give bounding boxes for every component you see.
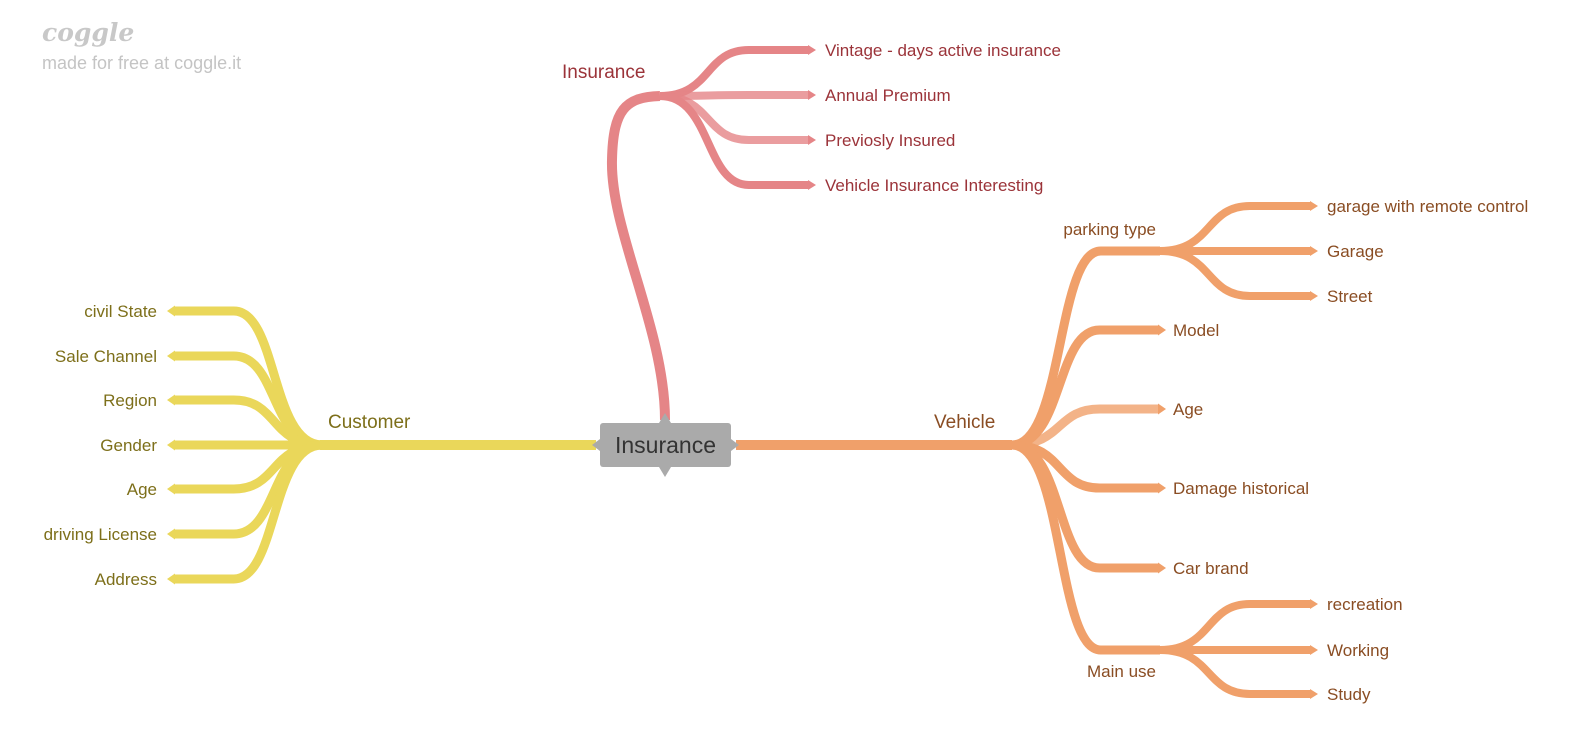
customer-branch-tip bbox=[167, 350, 175, 362]
customer-child-label[interactable]: Sale Channel bbox=[55, 347, 157, 366]
parking-child-label[interactable]: garage with remote control bbox=[1327, 197, 1528, 216]
parking-sub-branch bbox=[1159, 247, 1310, 300]
customer-branch-tip bbox=[167, 573, 175, 585]
insurance-branch-tip bbox=[808, 180, 816, 190]
main-use-child-label[interactable]: Study bbox=[1327, 685, 1371, 704]
main-use-label[interactable]: Main use bbox=[1087, 662, 1156, 681]
insurance-branch-tip bbox=[808, 135, 816, 145]
parking-type-label[interactable]: parking type bbox=[1063, 220, 1156, 239]
customer-child-label[interactable]: civil State bbox=[84, 302, 157, 321]
center-node-label[interactable]: Insurance bbox=[615, 432, 716, 458]
label-layer: Insurance Vintage - days active insurance… bbox=[44, 41, 1529, 704]
customer-child-label[interactable]: Gender bbox=[100, 436, 157, 455]
vehicle-sub-branch-main-use bbox=[1011, 440, 1160, 655]
main-use-sub-branch bbox=[1159, 646, 1310, 698]
vehicle-sub-branch-parking bbox=[1011, 246, 1160, 450]
parking-child-label[interactable]: Street bbox=[1327, 287, 1373, 306]
main-use-branch-tip bbox=[1310, 689, 1318, 699]
customer-sub-branch bbox=[175, 440, 323, 584]
center-tip-top bbox=[659, 413, 671, 423]
customer-sub-branch bbox=[175, 306, 323, 450]
customer-branch-tip bbox=[167, 483, 175, 495]
parking-child-label[interactable]: Garage bbox=[1327, 242, 1384, 261]
vehicle-child-label[interactable]: Car brand bbox=[1173, 559, 1249, 578]
insurance-sub-branch bbox=[659, 46, 808, 100]
vehicle-branch-tip bbox=[1158, 324, 1166, 336]
insurance-sub-branch bbox=[659, 92, 808, 189]
vehicle-child-label[interactable]: Model bbox=[1173, 321, 1219, 340]
insurance-branch-label[interactable]: Insurance bbox=[562, 62, 645, 83]
parking-branch-tip bbox=[1310, 201, 1318, 211]
customer-branch-tip bbox=[167, 394, 175, 406]
insurance-child-label[interactable]: Annual Premium bbox=[825, 86, 951, 105]
customer-child-label[interactable]: Address bbox=[95, 570, 157, 589]
vehicle-branch-tip bbox=[1158, 482, 1166, 494]
center-tip-right bbox=[731, 439, 739, 451]
insurance-main-branch bbox=[606, 91, 670, 421]
parking-branch-tip bbox=[1310, 291, 1318, 301]
insurance-child-label[interactable]: Previosly Insured bbox=[825, 131, 955, 150]
insurance-branch-tip bbox=[808, 90, 816, 100]
insurance-child-label[interactable]: Vehicle Insurance Interesting bbox=[825, 176, 1043, 195]
customer-branch-tip bbox=[167, 528, 175, 540]
center-tip-left bbox=[592, 439, 600, 451]
branch-layer bbox=[167, 45, 1318, 699]
center-tip-bottom bbox=[659, 467, 671, 477]
center-node[interactable]: Insurance bbox=[592, 413, 739, 477]
vehicle-child-label[interactable]: Age bbox=[1173, 400, 1203, 419]
customer-child-label[interactable]: driving License bbox=[44, 525, 157, 544]
customer-branch-tip bbox=[167, 439, 175, 451]
customer-child-label[interactable]: Region bbox=[103, 391, 157, 410]
insurance-child-label[interactable]: Vintage - days active insurance bbox=[825, 41, 1061, 60]
vehicle-branch-tip bbox=[1158, 562, 1166, 574]
customer-branch-label[interactable]: Customer bbox=[328, 412, 411, 433]
vehicle-branch-tip bbox=[1158, 403, 1166, 415]
main-use-branch-tip bbox=[1310, 645, 1318, 655]
customer-sub-branch bbox=[175, 395, 323, 450]
customer-branch-tip bbox=[167, 305, 175, 317]
insurance-branch-tip bbox=[808, 45, 816, 55]
parking-branch-tip bbox=[1310, 246, 1318, 256]
vehicle-branch-label[interactable]: Vehicle bbox=[934, 412, 995, 433]
main-use-child-label[interactable]: Working bbox=[1327, 641, 1389, 660]
coggle-tagline: made for free at coggle.it bbox=[42, 53, 242, 73]
main-use-sub-branch bbox=[1159, 600, 1310, 654]
main-use-branch-tip bbox=[1310, 599, 1318, 609]
parking-sub-branch bbox=[1159, 202, 1310, 255]
customer-child-label[interactable]: Age bbox=[127, 480, 157, 499]
coggle-logo: coggle bbox=[42, 18, 135, 47]
vehicle-child-label[interactable]: Damage historical bbox=[1173, 479, 1309, 498]
main-use-child-label[interactable]: recreation bbox=[1327, 595, 1403, 614]
center-node-box[interactable] bbox=[600, 423, 731, 467]
coggle-branding: coggle made for free at coggle.it bbox=[42, 18, 241, 74]
